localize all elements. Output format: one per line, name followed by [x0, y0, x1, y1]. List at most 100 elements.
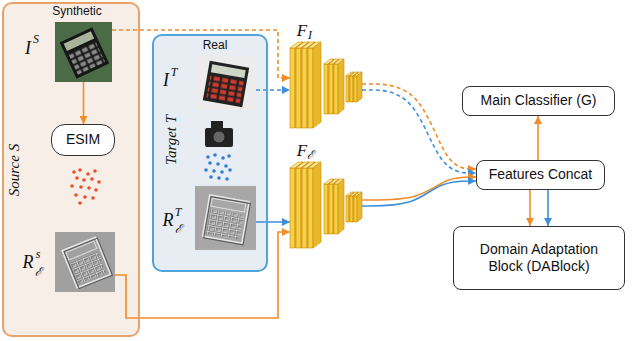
symbol-subscript: ℰ: [307, 149, 314, 161]
event-camera-icon: [213, 131, 225, 143]
event-dots: [97, 180, 101, 184]
network-layers: [346, 76, 349, 102]
event-image: [195, 186, 256, 250]
symbol-label: F: [297, 142, 307, 159]
image-panel: RTℰ: [195, 186, 256, 250]
event-image: [62, 237, 112, 290]
symbol-superscript: T: [171, 66, 178, 78]
connector-arrow: [83, 82, 85, 124]
event-dots: [220, 170, 224, 174]
symbol-label: I: [25, 39, 31, 57]
event-dots: [224, 164, 228, 168]
network-layers: [302, 48, 307, 128]
synthetic-image: [60, 27, 110, 78]
event-image: [55, 232, 115, 292]
symbol-superscript: S: [33, 33, 39, 45]
panel-ground: [3, 3, 267, 336]
event-dots: [206, 155, 210, 159]
connector-arrow: [256, 221, 290, 223]
network-layers: [290, 162, 362, 248]
event-image: [62, 237, 110, 288]
event-dots: [90, 177, 94, 181]
box-label: Main Classifier (G): [481, 92, 597, 110]
network-layers: [313, 42, 321, 128]
real-image: [203, 61, 249, 107]
event-camera-icon: [211, 121, 223, 129]
image-panel: SyntheticIS: [55, 22, 112, 82]
symbol-subscript: ℰ: [175, 223, 182, 235]
network-layers: [334, 64, 338, 114]
event-dots: [75, 176, 79, 180]
event-dots: [72, 170, 76, 174]
real-image: [195, 56, 256, 110]
event-dots: [209, 175, 213, 179]
network-block: Fℰ: [290, 162, 362, 248]
network-layers: [338, 59, 344, 114]
symbol-label: I: [163, 71, 169, 89]
network-layers: [308, 48, 313, 128]
event-dots: [86, 172, 90, 176]
event-dots: [225, 177, 229, 181]
synthetic-image: [68, 41, 105, 75]
event-dots: [93, 169, 97, 173]
symbol-superscript: T: [175, 206, 182, 218]
event-dots: [208, 161, 212, 165]
event-dots: [83, 195, 87, 199]
synthetic-image: [55, 22, 112, 82]
event-dots: [216, 162, 220, 166]
real-image: [211, 64, 246, 78]
event-dots: [204, 168, 208, 172]
connector-arrow: [362, 84, 476, 169]
event-image: [70, 251, 106, 284]
event-dots: [221, 156, 225, 160]
event-dots: [204, 153, 232, 181]
real-image: [195, 56, 256, 110]
event-image: [204, 197, 251, 245]
image-caption: Real: [203, 39, 228, 51]
network-layers: [290, 48, 295, 128]
network-layers: [350, 76, 353, 102]
connector-arrow: [529, 190, 531, 226]
image-caption: Synthetic: [52, 5, 101, 17]
network-layers: [354, 76, 357, 102]
network-block: FI: [290, 42, 362, 128]
network-layers: [324, 64, 328, 114]
box-label: Features Concat: [489, 166, 593, 184]
connector-arrow: [547, 190, 549, 226]
panel-title: Target T: [164, 115, 179, 165]
panel-title: Source S: [7, 144, 22, 196]
symbol-label: F: [297, 22, 307, 39]
network-layers: [357, 72, 362, 102]
network-layers: [290, 42, 362, 128]
event-dots: [213, 153, 217, 157]
event-dots: [70, 184, 74, 188]
connector-arrow: [362, 90, 476, 173]
connector-arrow: [537, 116, 539, 160]
image-panel: RealIT: [195, 56, 256, 110]
connector-arrow: [362, 177, 476, 200]
event-dots: [228, 168, 232, 172]
event-dots: [91, 196, 95, 200]
network-layers: [329, 64, 333, 114]
event-image: [55, 232, 115, 292]
real-image: [206, 75, 243, 104]
event-dots: [78, 201, 82, 205]
symbol-subscript: I: [308, 29, 312, 41]
event-camera-icon: [205, 128, 233, 147]
event-image: [64, 238, 112, 289]
process-box: Features Concat: [476, 160, 605, 190]
symbol-subscript: ℰ: [35, 266, 42, 278]
network-layers: [296, 48, 301, 128]
event-dots: [87, 186, 91, 190]
source-panel: Source SSyntheticISESIMRsℰ: [2, 2, 140, 337]
process-box: Domain Adaptation Block (DABlock): [453, 226, 625, 290]
event-image: [211, 198, 246, 212]
process-box: Main Classifier (G): [462, 86, 615, 116]
symbol-superscript: s: [36, 248, 41, 260]
connector-arrow: [115, 232, 290, 318]
event-dots: [212, 169, 216, 173]
connector-arrow: [362, 181, 476, 206]
event-dots: [74, 193, 78, 197]
box-label: ESIM: [66, 131, 100, 149]
